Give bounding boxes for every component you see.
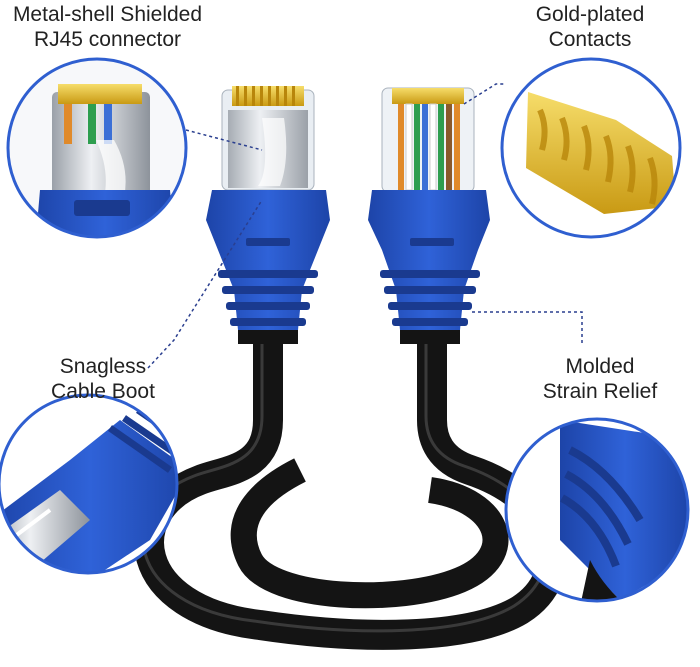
callout-lines [147, 83, 583, 369]
detail-circle-gold-contacts [500, 57, 682, 239]
detail-circle-strain-relief [504, 417, 690, 603]
cable [134, 325, 568, 650]
left-connector [206, 86, 330, 344]
label-line: Metal-shell Shielded [12, 3, 203, 26]
label-line: RJ45 connector [33, 28, 182, 51]
label-line: Contacts [548, 28, 632, 51]
label-strain-relief: Molded Strain Relief [530, 354, 670, 404]
label-line: Molded [565, 355, 635, 378]
label-snagless-boot: Snagless Cable Boot [38, 354, 168, 404]
label-line: Strain Relief [542, 380, 658, 403]
label-line: Cable Boot [51, 380, 155, 403]
label-gold-plated-contacts: Gold-plated Contacts [520, 2, 660, 52]
label-line: Gold-plated [535, 3, 645, 26]
detail-circle-metal-shell [6, 57, 188, 239]
label-metal-shell-connector: Metal-shell Shielded RJ45 connector [0, 2, 215, 52]
label-line: Snagless [59, 355, 147, 378]
right-connector [368, 87, 490, 344]
